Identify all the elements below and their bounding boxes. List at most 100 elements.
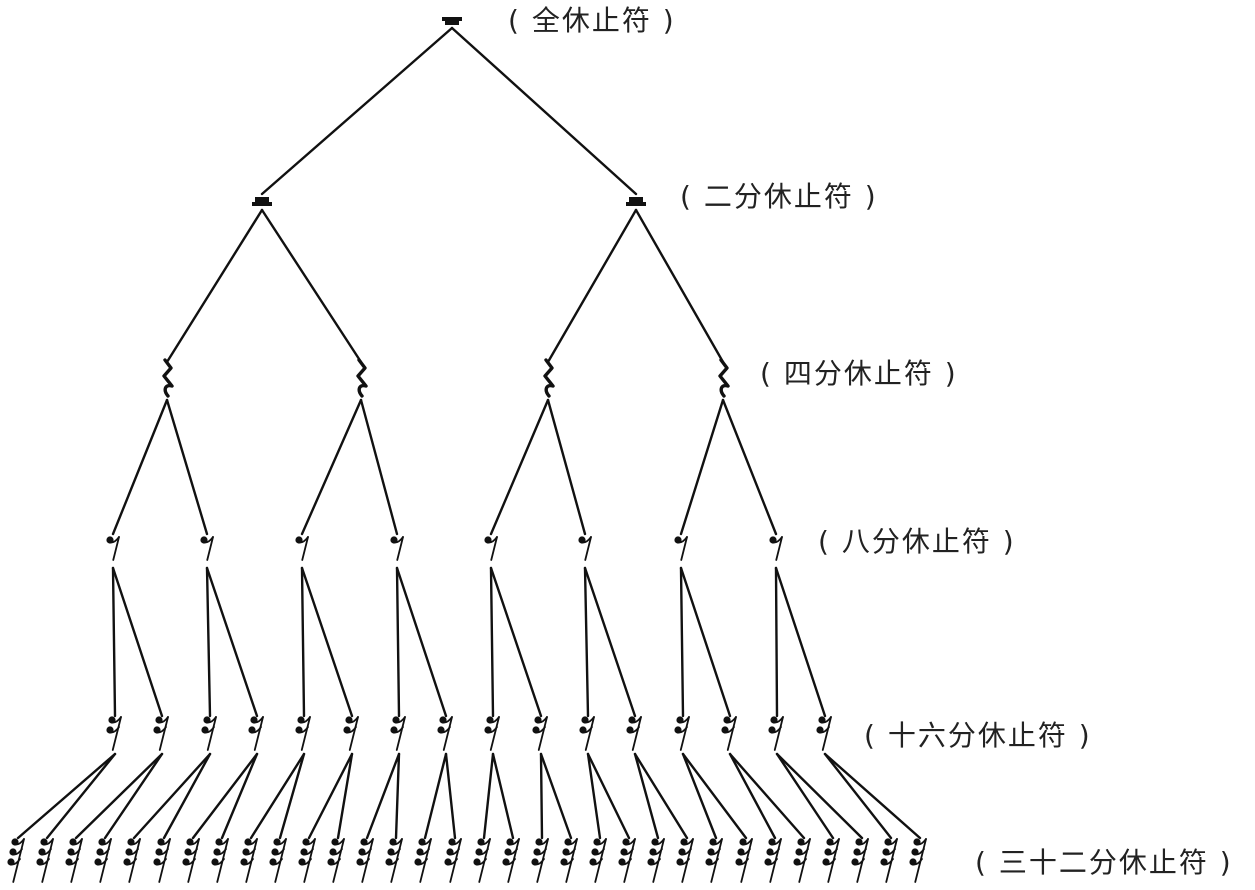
tree-edge: [489, 398, 550, 536]
tree-edge: [679, 398, 725, 536]
eighth-rest-icon: [578, 536, 592, 561]
tree-edge: [489, 566, 543, 718]
thirtysecond-rest-icon: [269, 838, 287, 883]
thirtysecond-rest-icon: [851, 838, 869, 883]
quarter-rest-icon: [162, 358, 174, 398]
tree-edge: [633, 752, 660, 840]
tree-edge: [205, 566, 212, 718]
thirtysecond-rest-icon: [618, 838, 636, 883]
tree-edge: [300, 566, 354, 718]
label-eighth-rest: ( 八分休止符 ): [818, 525, 1016, 558]
label-quarter-rest: ( 四分休止符 ): [760, 357, 958, 390]
tree-edge: [586, 752, 631, 840]
eighth-rest-icon: [295, 536, 309, 561]
quarter-rest-icon: [356, 358, 368, 398]
tree-edge: [583, 566, 590, 718]
tree-edge: [775, 752, 864, 840]
tree-edge: [111, 566, 117, 718]
whole-rest-icon: [442, 17, 462, 25]
tree-edge: [489, 566, 495, 718]
tree-edge: [681, 752, 718, 840]
thirtysecond-rest-icon: [822, 838, 840, 883]
tree-edge: [300, 398, 363, 536]
thirtysecond-rest-icon: [531, 838, 549, 883]
thirtysecond-rest-icon: [298, 838, 316, 883]
label-sixteenth-rest: ( 十六分休止符 ): [864, 719, 1092, 752]
tree-edge: [491, 752, 515, 840]
sixteenth-rest-icon: [579, 716, 595, 751]
tree-edge: [307, 752, 354, 840]
half-rest-icon: [626, 197, 646, 206]
tree-edge: [634, 208, 725, 364]
thirtysecond-rest-icon: [356, 838, 374, 883]
sixteenth-rest-icon: [721, 716, 737, 751]
quarter-rest-icon: [718, 358, 730, 398]
tree-edge: [774, 566, 779, 718]
tree-edge: [260, 208, 363, 364]
tree-edge: [249, 752, 306, 840]
tree-nodes: [7, 17, 927, 883]
thirtysecond-rest-icon: [502, 838, 520, 883]
thirtysecond-rest-icon: [211, 838, 229, 883]
tree-edge: [395, 566, 448, 718]
thirtysecond-rest-icon: [65, 838, 83, 883]
tree-edge: [728, 752, 777, 840]
tree-edge: [74, 752, 164, 840]
thirtysecond-rest-icon: [414, 838, 432, 883]
tree-edge: [365, 752, 401, 840]
sixteenth-rest-icon: [248, 716, 264, 751]
sixteenth-rest-icon: [201, 716, 217, 751]
tree-edge: [823, 752, 922, 840]
sixteenth-rest-icon: [390, 716, 406, 751]
tree-edge: [45, 752, 117, 840]
thirtysecond-rest-icon: [793, 838, 811, 883]
thirtysecond-rest-icon: [735, 838, 753, 883]
half-rest-icon: [252, 197, 272, 206]
tree-edges: [16, 26, 922, 840]
tree-edge: [728, 752, 806, 840]
tree-edge: [444, 752, 457, 840]
thirtysecond-rest-icon: [560, 838, 578, 883]
tree-edge: [260, 26, 454, 196]
thirtysecond-rest-icon: [36, 838, 54, 883]
tree-edge: [721, 398, 778, 536]
tree-edge: [539, 752, 544, 840]
tree-edge: [300, 566, 306, 718]
sixteenth-rest-icon: [816, 716, 832, 751]
thirtysecond-rest-icon: [705, 838, 723, 883]
tree-edge: [450, 26, 638, 196]
tree-edge: [823, 752, 893, 840]
tree-edge: [162, 752, 212, 840]
thirtysecond-rest-icon: [647, 838, 665, 883]
label-thirtysecond-rest: ( 三十二分休止符 ): [975, 846, 1233, 879]
sixteenth-rest-icon: [343, 716, 359, 751]
eighth-rest-icon: [769, 536, 783, 561]
sixteenth-rest-icon: [106, 716, 122, 751]
eighth-rest-icon: [200, 536, 214, 561]
thirtysecond-rest-icon: [880, 838, 898, 883]
tree-edge: [586, 752, 602, 840]
thirtysecond-rest-icon: [240, 838, 258, 883]
thirtysecond-rest-icon: [123, 838, 141, 883]
tree-edge: [679, 566, 732, 718]
sixteenth-rest-icon: [484, 716, 500, 751]
sixteenth-rest-icon: [532, 716, 548, 751]
tree-edge: [111, 566, 164, 718]
sixteenth-rest-icon: [295, 716, 311, 751]
tree-edge: [111, 398, 169, 536]
tree-edge: [191, 752, 259, 840]
tree-edge: [220, 752, 259, 840]
tree-edge: [546, 398, 587, 536]
tree-edge: [278, 752, 306, 840]
eighth-rest-icon: [106, 536, 120, 561]
thirtysecond-rest-icon: [182, 838, 200, 883]
thirtysecond-rest-icon: [94, 838, 112, 883]
tree-edge: [583, 566, 637, 718]
tree-edge: [132, 752, 212, 840]
tree-edge: [16, 752, 117, 840]
tree-edge: [336, 752, 354, 840]
thirtysecond-rest-icon: [327, 838, 345, 883]
sixteenth-rest-icon: [437, 716, 453, 751]
tree-edge: [546, 208, 638, 364]
